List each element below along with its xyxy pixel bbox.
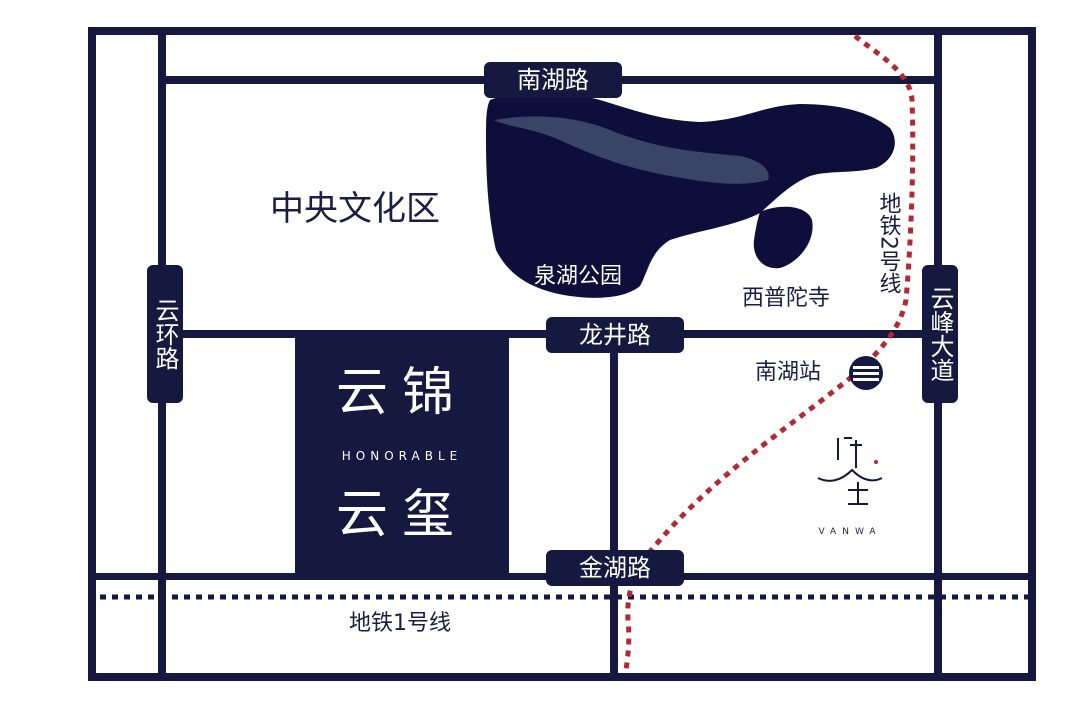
road-longjing-vertical	[610, 336, 618, 681]
project-name-en: HONORABLE	[342, 449, 462, 463]
road-label-nanhu: 南湖路	[484, 62, 622, 98]
project-name-bottom: 云玺	[336, 485, 468, 545]
metro-logo-icon	[849, 356, 883, 390]
road-label-nanhu-text: 南湖路	[517, 66, 589, 94]
area-central-culture: 中央文化区	[270, 189, 440, 229]
map-frame-top	[88, 27, 1036, 35]
vanwa-label: VANWA	[818, 527, 881, 537]
road-label-jinhu: 金湖路	[546, 550, 684, 586]
metro-line-1-label: 地铁1号线	[349, 611, 451, 636]
area-xiputuo-temple: 西普陀寺	[742, 286, 830, 311]
nanhu-station-label: 南湖站	[755, 360, 821, 385]
road-label-yunfeng-text: 云峰大道	[926, 286, 954, 382]
road-label-yunfeng: 云峰大道	[922, 265, 958, 403]
area-quanhu-park: 泉湖公园	[534, 264, 622, 289]
map-frame-left	[88, 27, 96, 681]
road-label-jinhu-text: 金湖路	[579, 554, 651, 582]
quanhu-lake	[486, 92, 895, 298]
small-pond	[753, 206, 813, 269]
metro-line-2-label: 地铁2号线	[876, 192, 902, 294]
road-label-longjing-text: 龙井路	[579, 321, 651, 349]
road-label-yunhuan: 云环路	[147, 265, 183, 403]
road-label-longjing: 龙井路	[546, 317, 684, 353]
project-block	[295, 336, 509, 574]
map-frame-bottom	[88, 673, 1036, 681]
road-label-yunhuan-text: 云环路	[151, 298, 179, 370]
project-brand: 云锦 HONORABLE 云玺	[336, 363, 468, 545]
project-name-top: 云锦	[336, 363, 468, 423]
map-frame-right	[1028, 27, 1036, 681]
vanwa-logo-icon	[817, 437, 883, 505]
